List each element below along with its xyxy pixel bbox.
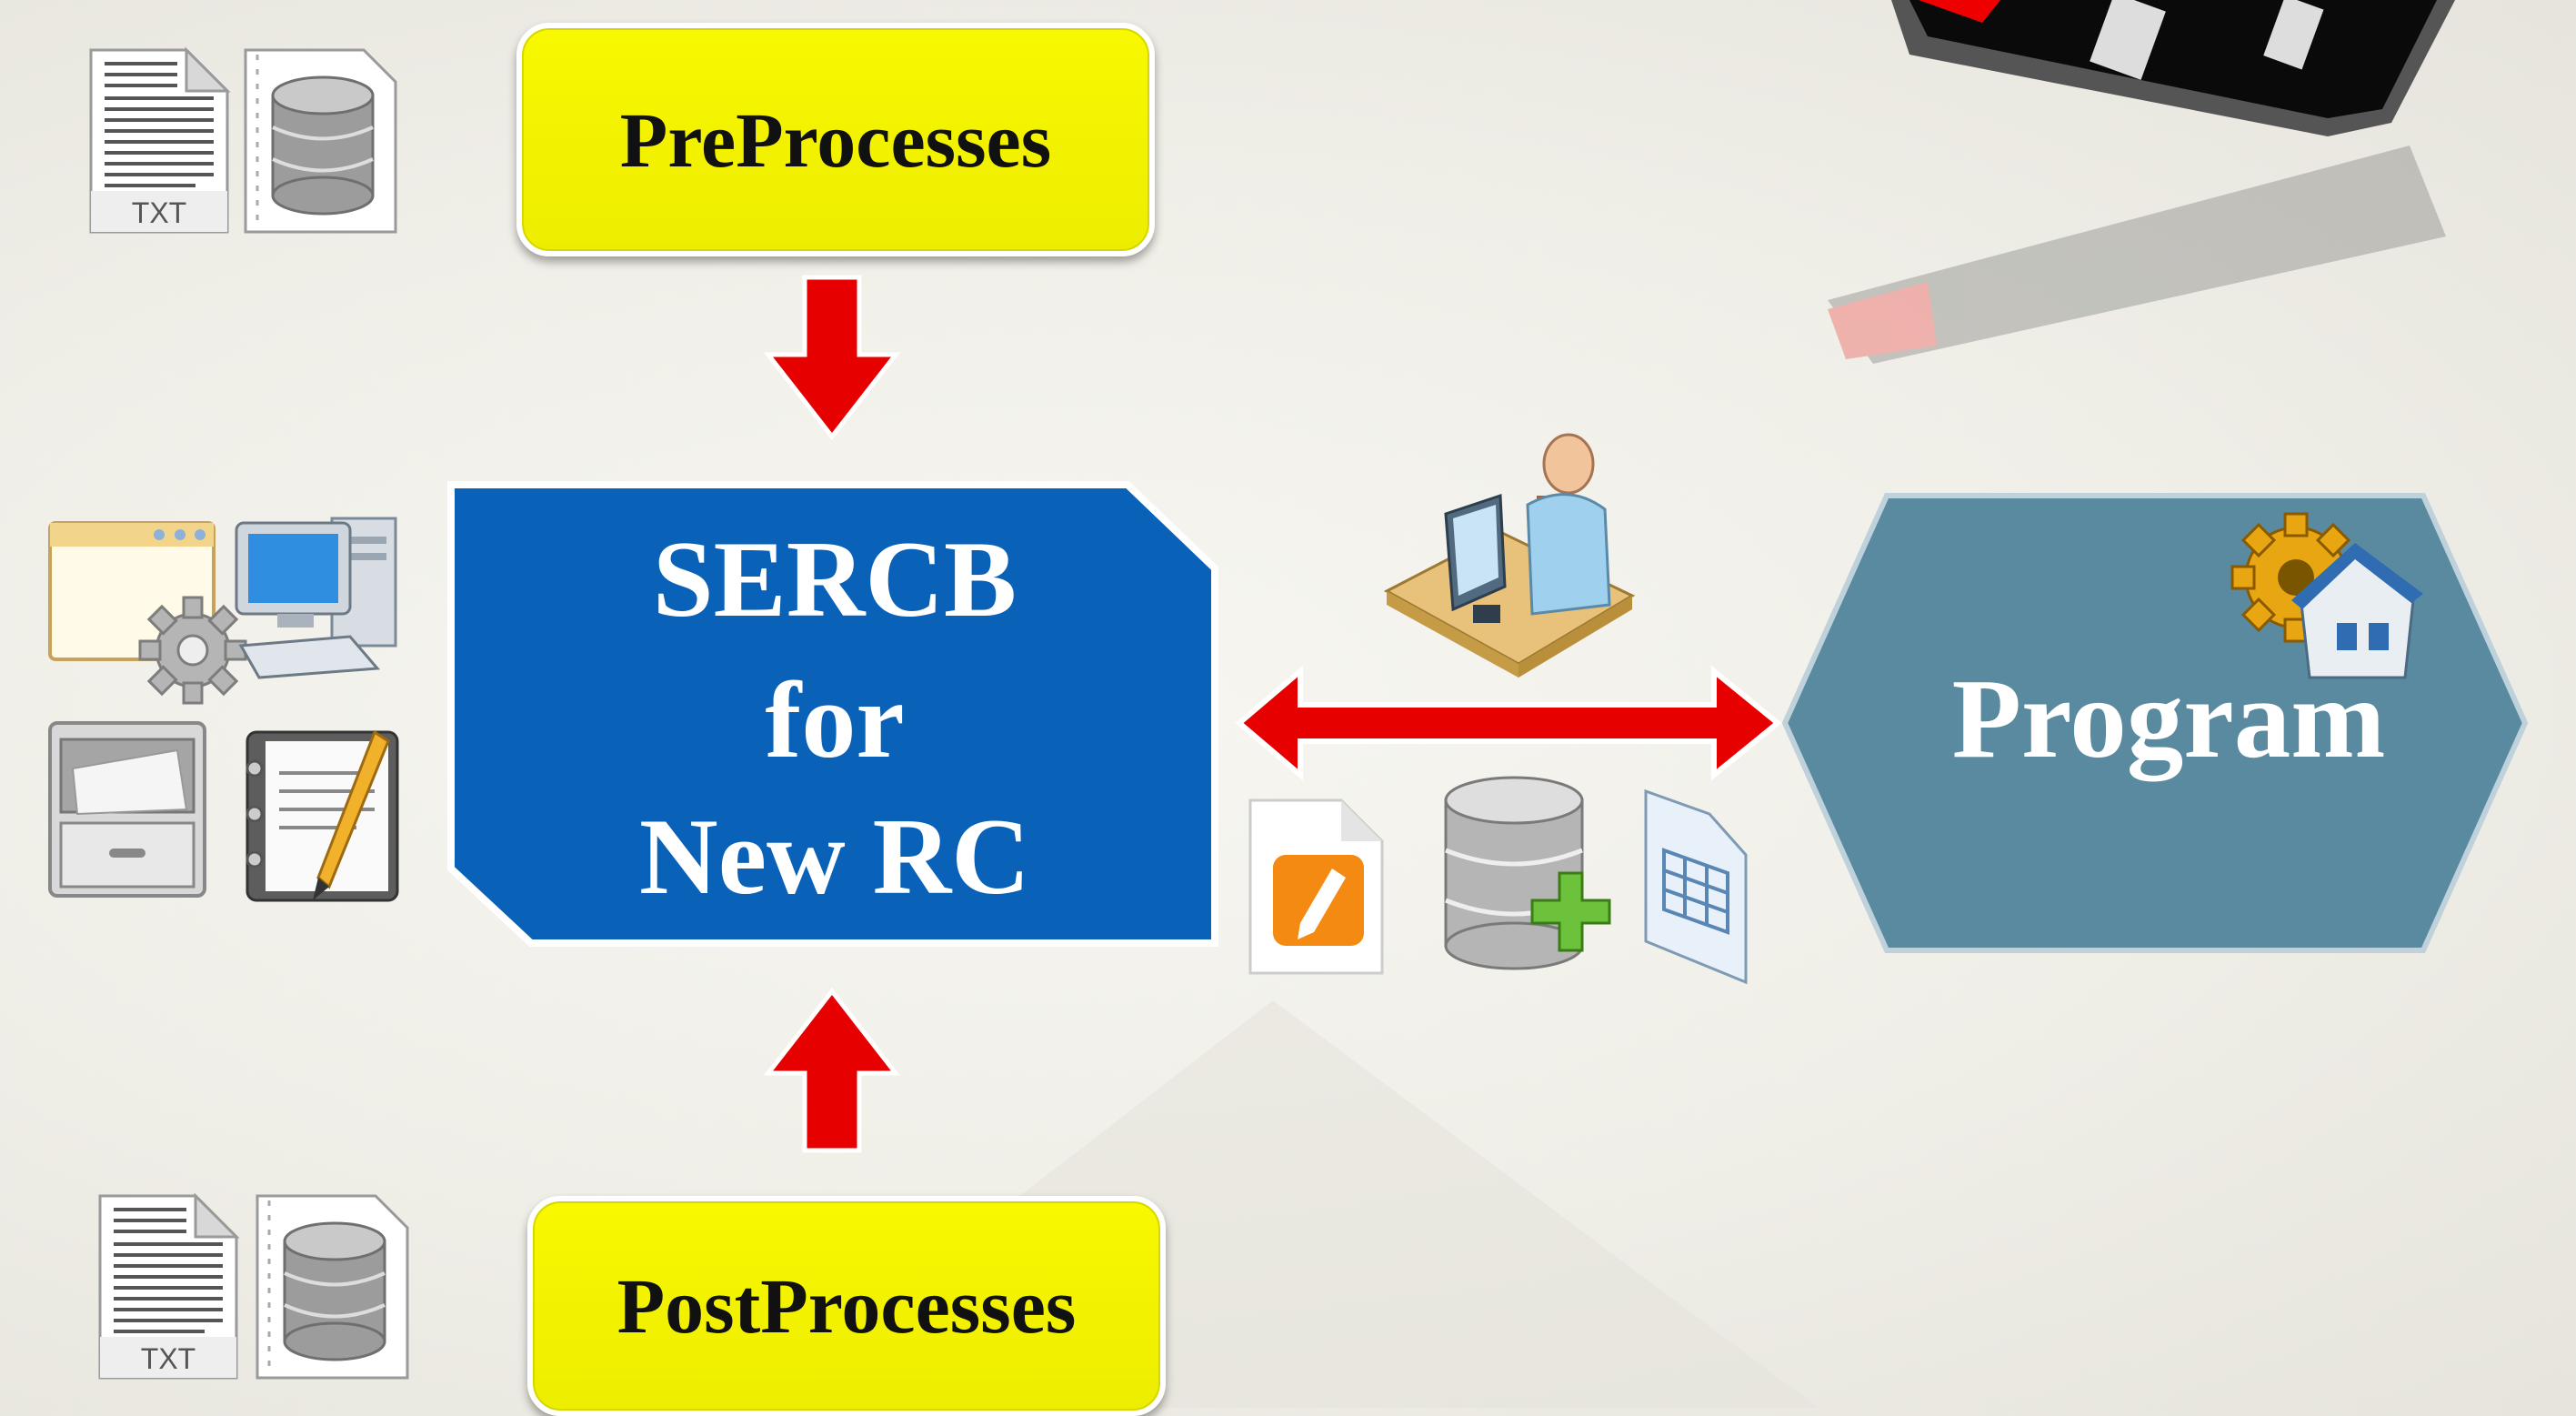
sercb-title: SERCB [652,518,1017,639]
desktop-computer-icon [235,517,397,679]
sercb-for: for [765,659,905,780]
notepad-pencil-icon [246,729,399,902]
gear-icon [138,596,247,705]
txt-file-icon: TXT [98,1192,240,1380]
gear-house-icon [2230,512,2423,679]
txt-label: TXT [132,196,186,229]
txt-label: TXT [141,1342,195,1375]
sercb-box-shape [447,481,1218,947]
database-add-icon [1444,776,1611,970]
spreadsheet-file-icon [1644,788,1748,985]
sercb-subtitle: New RC [639,796,1030,917]
down-arrow [763,275,901,441]
user-at-computer-icon [1383,433,1636,678]
txt-file-icon: TXT [89,46,231,234]
postprocesses-box: PostProcesses [527,1196,1166,1416]
preprocesses-label: PreProcesses [619,95,1052,184]
database-file-icon [244,48,397,234]
up-arrow [763,987,901,1153]
sercb-box: SERCB for New RC [451,485,1218,943]
filing-cabinet-icon [48,721,206,898]
bidirectional-arrow [1235,665,1782,781]
edit-document-icon [1248,798,1384,975]
preprocesses-box: PreProcesses [516,23,1155,256]
database-file-icon [256,1194,409,1380]
postprocesses-label: PostProcesses [616,1262,1077,1350]
